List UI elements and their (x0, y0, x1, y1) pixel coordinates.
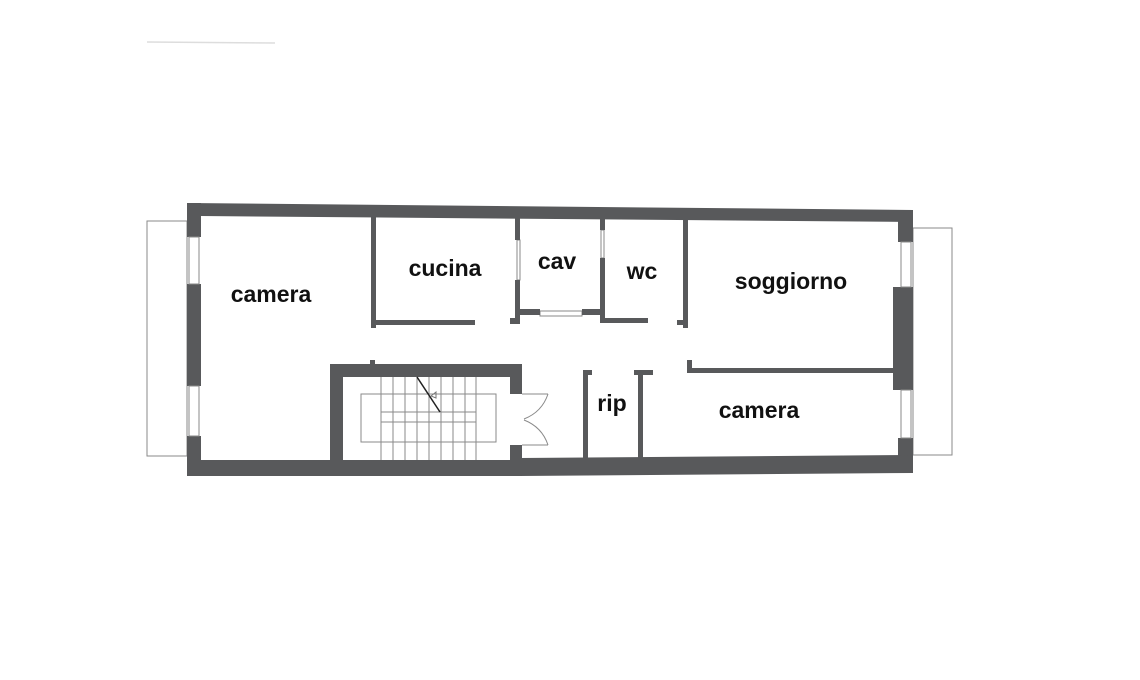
windows (188, 229, 912, 439)
room-label-cav: cav (538, 248, 577, 274)
entrance-door[interactable] (522, 393, 549, 446)
room-label-rip: rip (597, 390, 626, 416)
interior-walls (371, 216, 893, 458)
room-label-cucina: cucina (409, 255, 482, 281)
room-label-soggiorno: soggiorno (735, 268, 847, 294)
room-label-wc: wc (626, 258, 658, 284)
staircase (360, 376, 497, 460)
balcony-east (912, 227, 953, 456)
scale-mark (146, 41, 276, 44)
exterior-walls (187, 203, 913, 476)
room-label-camera-east: camera (719, 397, 800, 423)
balcony-west (146, 220, 188, 457)
room-label-camera-west: camera (231, 281, 312, 307)
stair-core-walls (330, 360, 522, 462)
